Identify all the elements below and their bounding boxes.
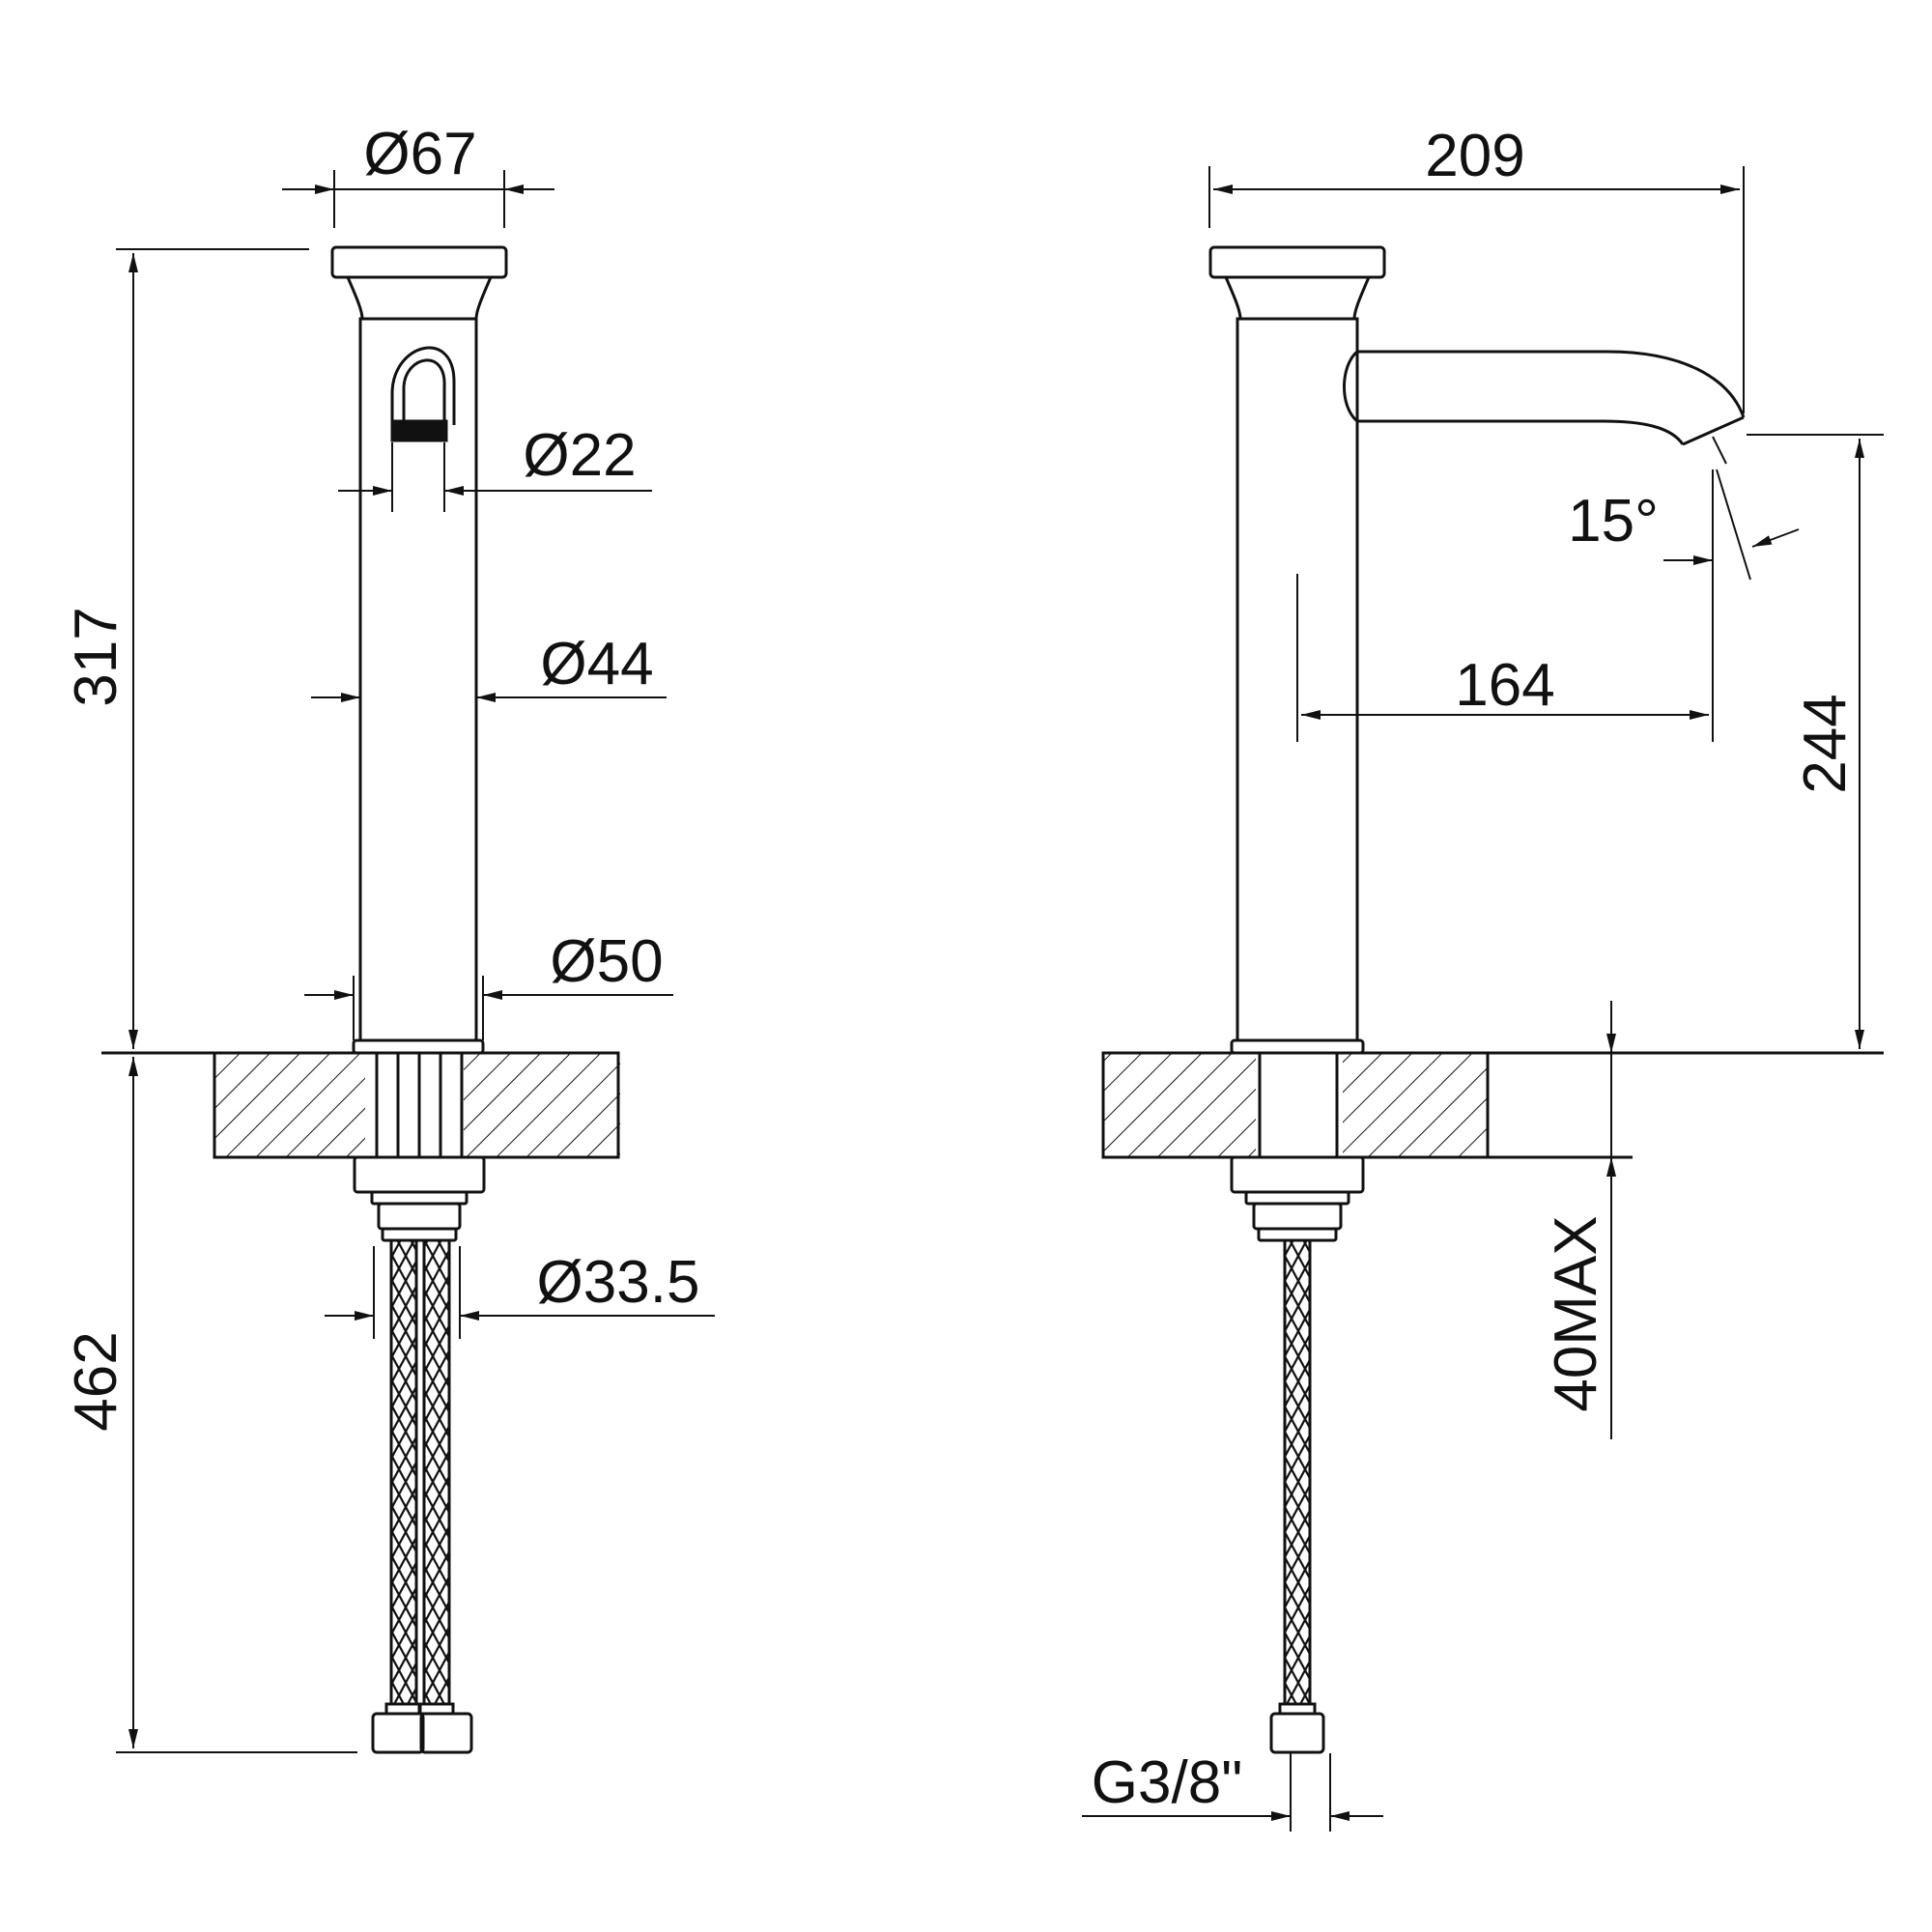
- dim-d50: [304, 976, 673, 1040]
- side-shank: [1230, 1051, 1365, 1754]
- front-shank: [353, 1051, 486, 1242]
- dim-462: [116, 1057, 357, 1753]
- label-d22: Ø22: [523, 422, 636, 489]
- label-d44: Ø44: [540, 631, 653, 697]
- label-40max: 40MAX: [1543, 1215, 1609, 1411]
- side-spout: [1343, 350, 1746, 465]
- dim-d67: [282, 170, 554, 228]
- label-g3-8: G3/8": [1092, 1749, 1242, 1816]
- dim-g3-8: [1082, 1753, 1383, 1832]
- label-244: 244: [1792, 694, 1859, 793]
- dim-244: [1747, 434, 1884, 1049]
- side-head: [1208, 245, 1386, 321]
- side-view: [1082, 166, 1884, 1832]
- dimension-labels: Ø67 Ø22 Ø44 Ø50 Ø33.5 317 462 209 164 15…: [63, 121, 1859, 1816]
- front-countertop: [101, 1045, 620, 1159]
- dim-d22: [338, 442, 652, 512]
- label-462: 462: [63, 1331, 129, 1431]
- dim-164: [1296, 469, 1714, 742]
- dim-15deg: [1663, 469, 1800, 581]
- front-hoses: [371, 1238, 473, 1754]
- label-d67: Ø67: [363, 121, 476, 187]
- label-164: 164: [1455, 652, 1554, 719]
- label-317: 317: [63, 607, 129, 706]
- side-countertop: [1101, 1045, 1884, 1159]
- label-d50: Ø50: [550, 928, 663, 995]
- label-d33-5: Ø33.5: [537, 1249, 700, 1316]
- front-spout-outlet: [390, 346, 456, 442]
- dim-d33-5: [325, 1246, 715, 1339]
- label-15deg: 15°: [1568, 488, 1659, 554]
- label-209: 209: [1425, 123, 1524, 189]
- dim-317: [116, 248, 309, 1049]
- front-view: [101, 170, 715, 1754]
- dim-209: [1208, 166, 1745, 413]
- front-head: [330, 245, 508, 321]
